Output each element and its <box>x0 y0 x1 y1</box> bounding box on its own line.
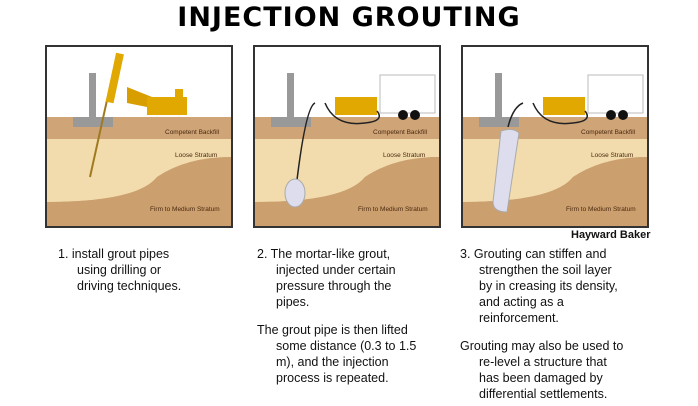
layer-label-loose: Loose Stratum <box>591 152 633 159</box>
step-2-caption: 2. The mortar-like grout, injected under… <box>257 246 416 386</box>
caption-line: injected under certain <box>276 263 396 277</box>
step-3-caption: 3. Grouting can stiffen and strengthen t… <box>460 246 623 402</box>
panel-step-3: Competent Backfill Loose Stratum Firm to… <box>461 45 649 228</box>
brand-label: Hayward Baker <box>571 229 651 241</box>
layer-label-firm: Firm to Medium Stratum <box>358 206 428 213</box>
caption-line: pressure through the <box>276 279 392 293</box>
caption-line: 1. install grout pipes <box>58 247 170 261</box>
layer-label-backfill: Competent Backfill <box>581 129 636 136</box>
layer-label-backfill: Competent Backfill <box>165 129 220 136</box>
caption-line: re-level a structure that <box>479 355 607 369</box>
caption-line: reinforcement. <box>479 311 559 325</box>
caption-line: process is repeated. <box>276 371 389 385</box>
caption-line: differential settlements. <box>479 387 608 401</box>
layer-label-firm: Firm to Medium Stratum <box>566 206 636 213</box>
step-1-caption: 1. install grout pipes using drilling or… <box>58 246 181 294</box>
caption-line: m), and the injection <box>276 355 389 369</box>
layer-label-backfill: Competent Backfill <box>373 129 428 136</box>
caption-line: using drilling or <box>77 263 162 277</box>
caption-line: by in creasing its density, <box>479 279 618 293</box>
layer-label-loose: Loose Stratum <box>175 152 217 159</box>
caption-line: has been damaged by <box>479 371 603 385</box>
caption-line: and acting as a <box>479 295 564 309</box>
caption-line: driving techniques. <box>77 279 182 293</box>
panel-step-1: Competent Backfill Loose Stratum Firm to… <box>45 45 233 228</box>
layer-label-loose: Loose Stratum <box>383 152 425 159</box>
caption-line: pipes. <box>276 295 310 309</box>
caption-line: 2. The mortar-like grout, <box>257 247 391 261</box>
page-title: INJECTION GROUTING <box>177 2 521 33</box>
caption-line: strengthen the soil layer <box>479 263 612 277</box>
caption-line: The grout pipe is then lifted <box>257 323 408 337</box>
caption-line: Grouting may also be used to <box>460 339 624 353</box>
caption-line: some distance (0.3 to 1.5 <box>276 339 417 353</box>
layer-label-firm: Firm to Medium Stratum <box>150 206 220 213</box>
caption-line: 3. Grouting can stiffen and <box>460 247 607 261</box>
panel-step-2: Competent Backfill Loose Stratum Firm to… <box>253 45 441 228</box>
